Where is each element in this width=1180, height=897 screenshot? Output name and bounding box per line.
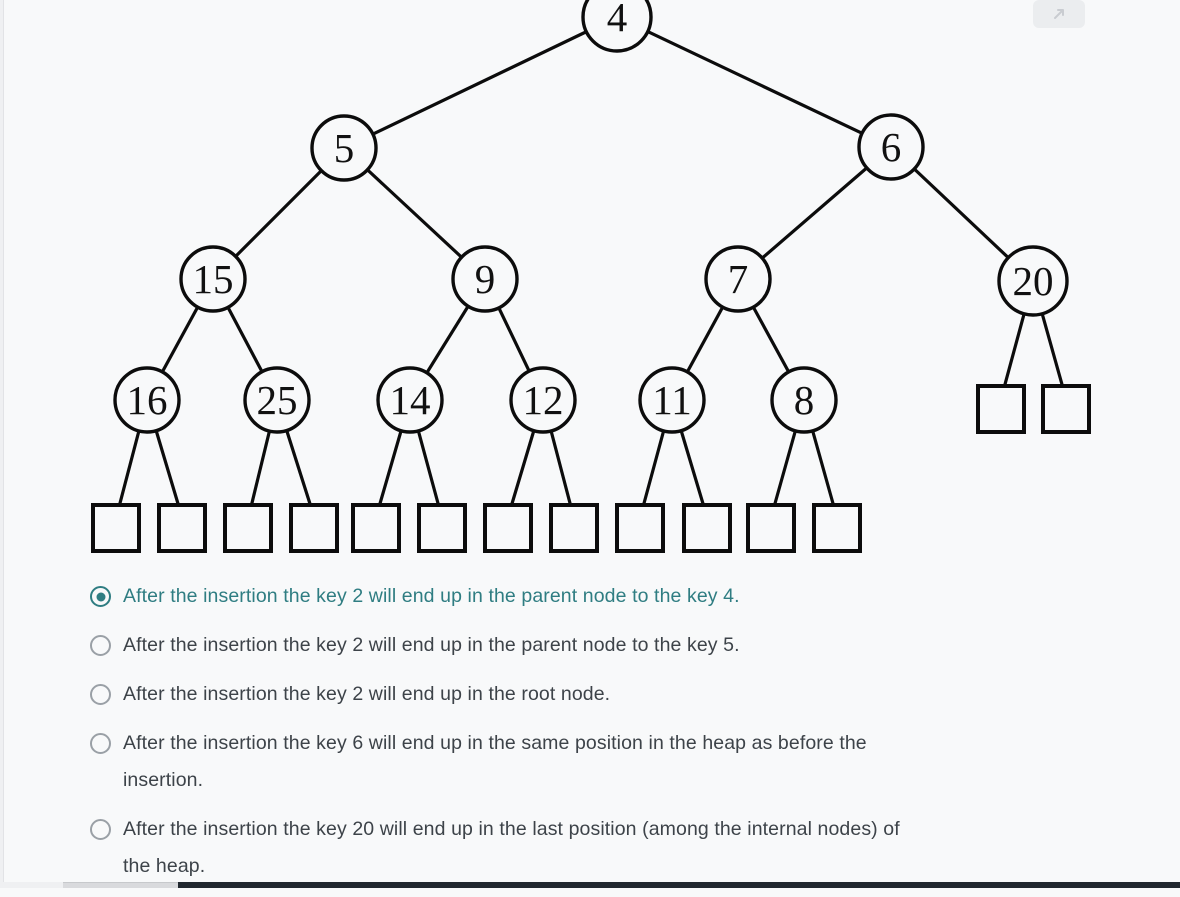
expand-arrow-icon (1054, 9, 1064, 19)
heap-node-8 (770, 366, 838, 434)
answer-option-1[interactable]: After the insertion the key 2 will end u… (90, 578, 1125, 615)
heap-node-label: 14 (390, 377, 431, 423)
heap-empty-leaf (223, 503, 273, 553)
heap-node-label: 6 (881, 124, 902, 170)
heap-node-14 (376, 366, 444, 434)
heap-node-label: 15 (193, 256, 234, 302)
heap-node-6 (857, 113, 925, 181)
heap-node-20 (997, 245, 1069, 317)
heap-empty-leaf (746, 503, 796, 553)
option-line: After the insertion the key 2 will end u… (123, 634, 740, 656)
heap-empty-leaf (417, 503, 467, 553)
heap-edge (616, 15, 892, 149)
heap-empty-leaf (351, 503, 401, 553)
answer-options: After the insertion the key 2 will end u… (90, 578, 1125, 897)
heap-node-15 (179, 245, 247, 313)
heap-empty-leaf (615, 503, 665, 553)
heap-node-12 (509, 366, 577, 434)
heap-empty-leaf (157, 503, 207, 553)
heap-empty-leaf (682, 503, 732, 553)
answer-option-2[interactable]: After the insertion the key 2 will end u… (90, 627, 1125, 664)
radio-button-icon[interactable] (90, 733, 111, 754)
option-text: After the insertion the key 20 will end … (123, 811, 900, 885)
heap-node-7 (704, 245, 772, 313)
heap-node-5 (310, 114, 378, 182)
heap-node-16 (113, 366, 181, 434)
expand-image-button[interactable] (1033, 0, 1085, 28)
heap-empty-leaf (812, 503, 862, 553)
heap-node-label: 12 (523, 377, 564, 423)
option-line: After the insertion the key 2 will end u… (123, 585, 740, 607)
heap-node-9 (451, 245, 519, 313)
heap-node-label: 8 (794, 377, 815, 423)
option-line: After the insertion the key 2 will end u… (123, 683, 611, 705)
option-line: After the insertion the key 20 will end … (123, 818, 900, 840)
heap-node-label: 7 (728, 256, 749, 302)
left-edge-border (0, 0, 4, 888)
option-text: After the insertion the key 2 will end u… (123, 676, 610, 713)
heap-node-25 (243, 366, 311, 434)
heap-edge (343, 15, 618, 150)
heap-empty-leaf (976, 384, 1026, 434)
heap-empty-leaf (483, 503, 533, 553)
answer-option-3[interactable]: After the insertion the key 2 will end u… (90, 676, 1125, 713)
heap-node-11 (638, 366, 706, 434)
radio-button-selected-icon[interactable] (90, 586, 111, 607)
heap-node-label: 4 (607, 0, 628, 40)
option-text: After the insertion the key 2 will end u… (123, 578, 740, 615)
option-line: insertion. (123, 769, 204, 791)
option-line: the heap. (123, 855, 206, 877)
heap-node-label: 16 (127, 377, 168, 423)
heap-node-label: 5 (334, 125, 355, 171)
option-text: After the insertion the key 6 will end u… (123, 725, 867, 799)
horizontal-scrollbar-thumb[interactable] (178, 882, 1180, 888)
heap-node-4 (581, 0, 653, 53)
heap-node-label: 20 (1013, 258, 1054, 304)
heap-empty-leaf (91, 503, 141, 553)
option-text: After the insertion the key 2 will end u… (123, 627, 740, 664)
scrollbar-corner (0, 882, 63, 888)
heap-node-label: 9 (475, 256, 496, 302)
heap-node-label: 25 (257, 377, 298, 423)
heap-empty-leaf (1041, 384, 1091, 434)
heap-empty-leaf (289, 503, 339, 553)
answer-option-4[interactable]: After the insertion the key 6 will end u… (90, 725, 1125, 799)
radio-button-icon[interactable] (90, 635, 111, 656)
heap-diagram: 4 5 6 15 9 7 20 16 25 14 12 11 8 (91, 0, 1091, 553)
option-line: After the insertion the key 6 will end u… (123, 732, 867, 754)
answer-option-5[interactable]: After the insertion the key 20 will end … (90, 811, 1125, 885)
heap-node-label: 11 (652, 377, 691, 423)
radio-button-icon[interactable] (90, 819, 111, 840)
heap-empty-leaf (549, 503, 599, 553)
radio-button-icon[interactable] (90, 684, 111, 705)
